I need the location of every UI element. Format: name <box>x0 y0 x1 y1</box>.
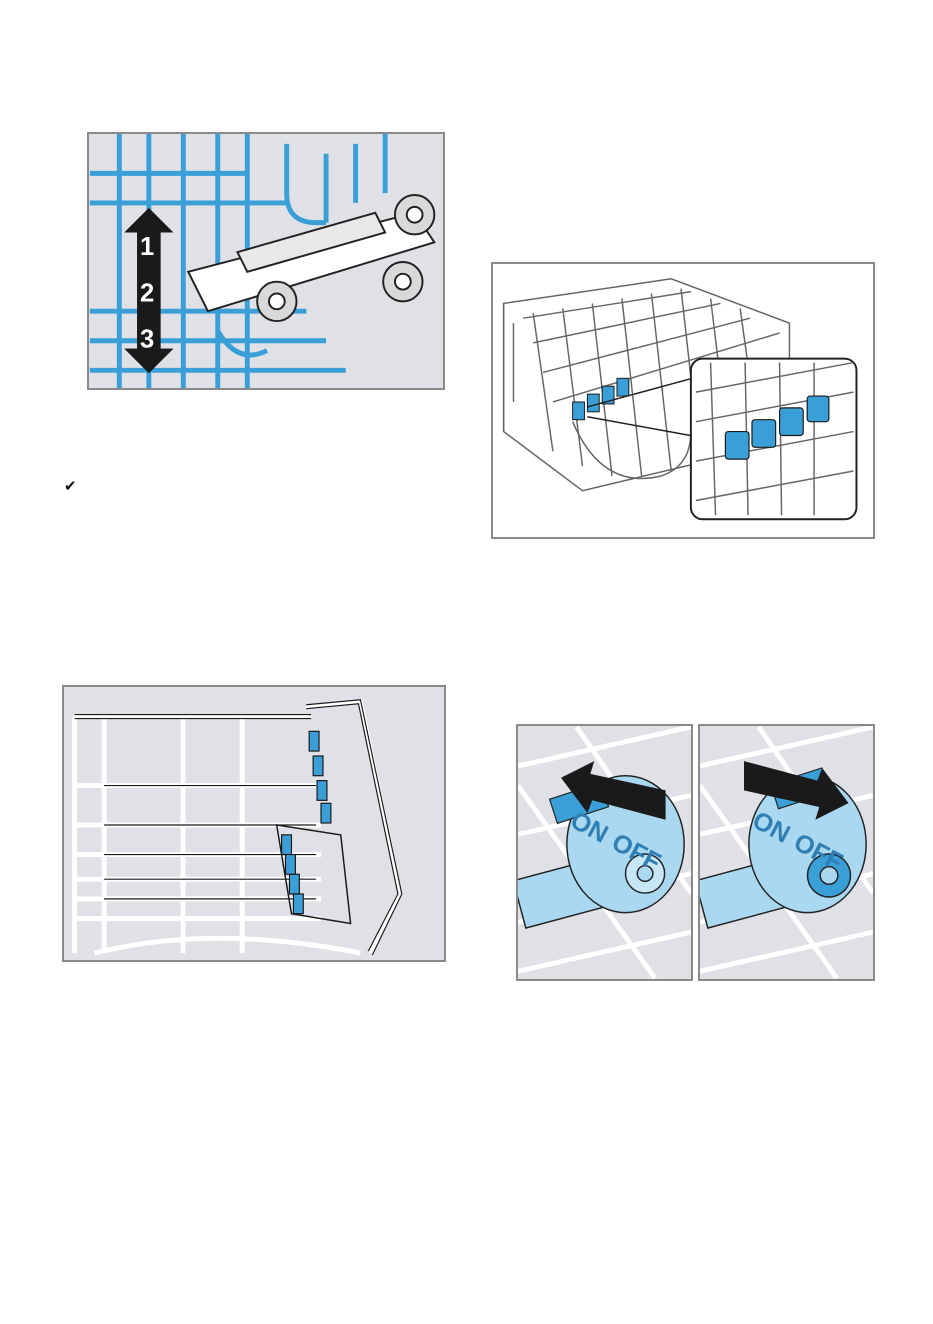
figure-switch-off: ON OFF <box>698 724 875 981</box>
figure-folding-tines <box>62 685 446 962</box>
level-1-label: 1 <box>140 233 154 261</box>
check-icon: ✔ <box>64 477 77 495</box>
figure-switch-on: ON OFF <box>516 724 693 981</box>
switch-on-illustration: ON OFF <box>518 726 691 979</box>
rack-height-illustration: 1 2 3 <box>89 134 443 388</box>
level-2-label: 2 <box>140 279 154 307</box>
level-3-label: 3 <box>140 326 154 354</box>
switch-off-illustration: ON OFF <box>700 726 873 979</box>
folding-tines-illustration <box>64 687 444 960</box>
figure-rack-height-adjust: 1 2 3 <box>87 132 445 390</box>
figure-basket-detail <box>491 262 875 539</box>
basket-detail-illustration <box>493 264 873 537</box>
